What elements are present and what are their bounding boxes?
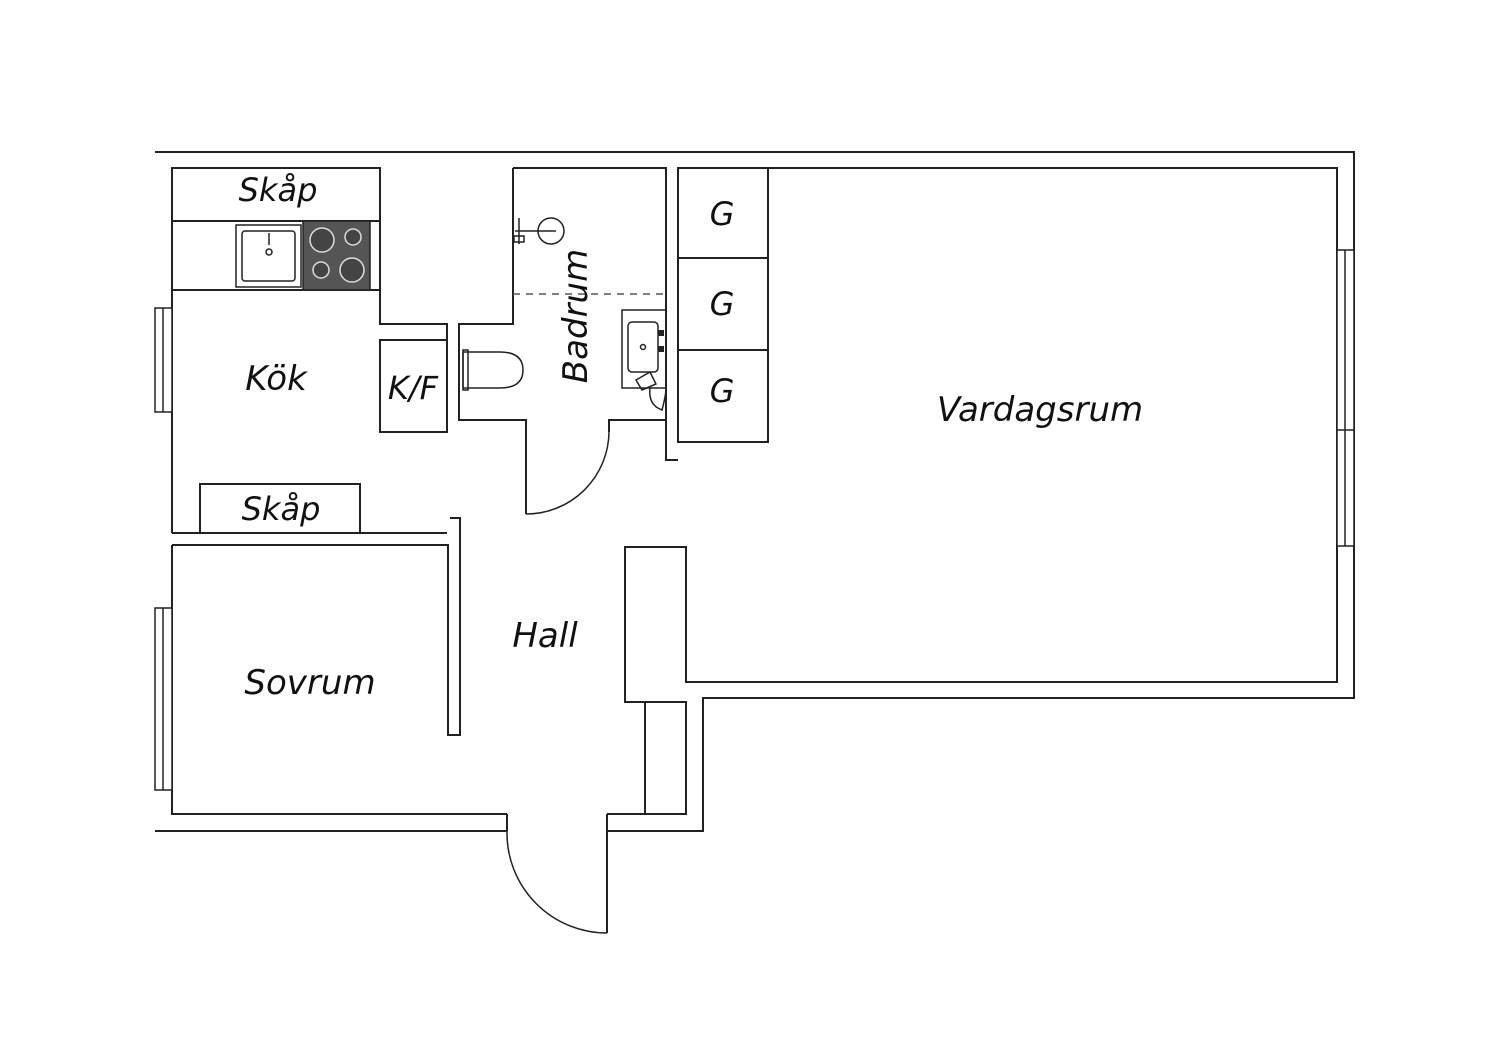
label-kf: K/F [388, 369, 439, 407]
sink-icon [235, 224, 302, 288]
outer-wall-outer [155, 151, 1355, 832]
kitchen-window [154, 307, 173, 413]
bedroom [154, 517, 507, 815]
label-g-2: G [710, 285, 735, 323]
label-skap-top: Skåp [239, 171, 318, 209]
label-sovrum: Sovrum [244, 663, 375, 703]
bathroom [458, 167, 678, 515]
bathroom-door-swing [525, 431, 610, 515]
label-kok: Kök [245, 359, 308, 399]
label-skap-bottom: Skåp [242, 490, 321, 528]
label-vardagsrum: Vardagsrum [937, 390, 1143, 430]
entrance-door[interactable] [506, 814, 608, 934]
living-room [607, 167, 1355, 815]
wardrobes [677, 167, 769, 443]
label-g-3: G [710, 372, 735, 410]
shower-icon [513, 217, 565, 245]
stove-icon [302, 220, 371, 291]
label-badrum: Badrum [556, 249, 596, 383]
toilet-icon [462, 349, 524, 391]
label-hall: Hall [512, 616, 578, 656]
label-g-1: G [710, 195, 735, 233]
washbasin-icon [621, 309, 667, 411]
kitchen [171, 167, 448, 534]
